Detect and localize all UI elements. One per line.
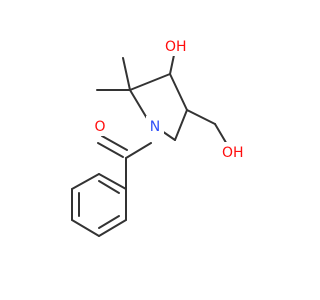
carbonyl-double-bond-outer xyxy=(97,142,124,158)
benzene-double-inner-3 xyxy=(98,180,120,194)
methyl-bond-top xyxy=(122,57,131,91)
benzene-bond-6 xyxy=(98,173,127,190)
carbonyl-oxygen-atom: O xyxy=(91,116,109,136)
methylene-hydroxyl-atom: OH xyxy=(221,142,257,162)
c4-to-methylene-bond xyxy=(186,109,216,125)
methylene-hydroxyl-label: OH xyxy=(222,145,244,161)
benzene-bond-4 xyxy=(98,219,127,237)
ring-hydroxyl-label: OH xyxy=(165,39,187,55)
methylene-hydroxyl-label-background xyxy=(221,142,257,162)
c3-to-hydroxyl-bond xyxy=(169,54,175,75)
nitrogen-label: N xyxy=(150,119,160,135)
c4-to-c5-bond xyxy=(174,109,188,141)
atom-label-layer: O N OH OH xyxy=(91,36,257,162)
carbonyl-double-bond-inner xyxy=(101,135,128,151)
benzene-bond-3 xyxy=(71,219,100,237)
c3-to-c4-bond xyxy=(169,73,188,111)
bond-layer xyxy=(71,54,229,237)
benzene-bond-1 xyxy=(71,173,100,190)
carbonyl-oxygen-label: O xyxy=(94,119,105,135)
carbonyl-to-nitrogen-bond xyxy=(125,142,152,159)
c2-to-c3-bond xyxy=(129,73,171,91)
benzene-double-inner-2 xyxy=(98,215,120,229)
ring-hydroxyl-label-background xyxy=(164,36,192,56)
molecule-diagram: O N OH OH xyxy=(71,36,257,237)
carbonyl-oxygen-label-background xyxy=(91,116,109,136)
nitrogen-atom: N xyxy=(146,116,164,136)
ring-hydroxyl-atom: OH xyxy=(164,36,192,56)
nitrogen-label-background xyxy=(146,116,164,136)
